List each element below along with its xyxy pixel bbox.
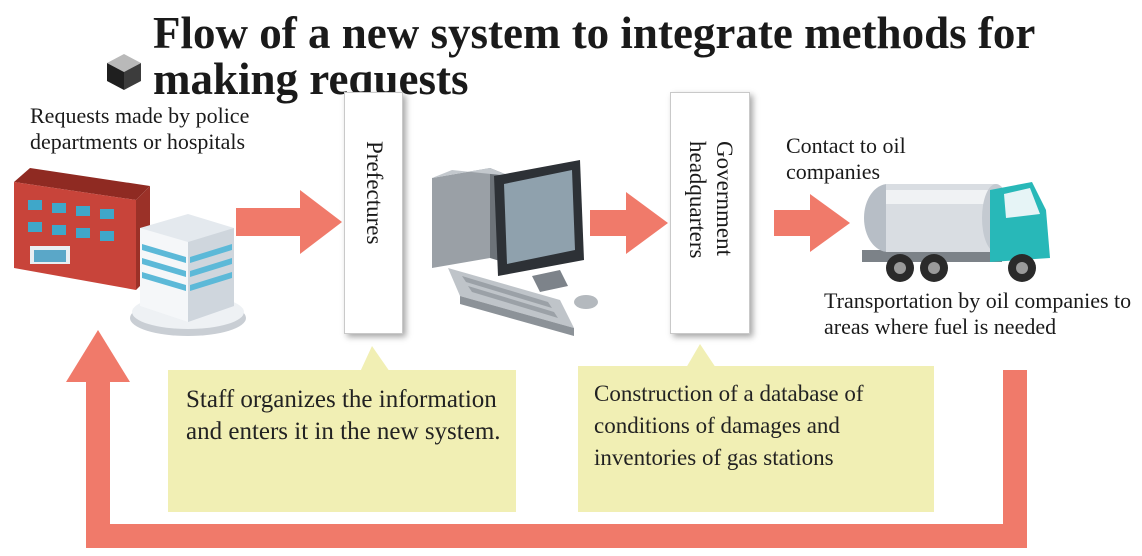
callout-pointer-right (686, 344, 716, 368)
arrow-to-government (590, 192, 668, 254)
callout-pointer-left (360, 346, 390, 372)
feedback-loop-arrow (66, 330, 1027, 548)
tanker-truck-icon (862, 182, 1050, 282)
transport-label: Transportation by oil companies to areas… (824, 288, 1132, 339)
page-title-line-2: making requests (153, 54, 469, 104)
note-staff-organizes: Staff organizes the information and ente… (168, 370, 516, 512)
contact-label: Contact to oil companies (786, 133, 906, 184)
requests-label: Requests made by police departments or h… (30, 103, 250, 154)
police-building-icon (130, 214, 246, 336)
note-right-text: Construction of a database of conditions… (594, 381, 864, 470)
arrow-to-prefectures (236, 190, 342, 254)
government-box: Government headquarters (670, 92, 750, 334)
arrow-to-oil-companies (774, 194, 850, 252)
prefectures-label: Prefectures (362, 141, 387, 245)
note-database: Construction of a database of conditions… (578, 366, 934, 512)
prefectures-box: Prefectures (344, 92, 403, 334)
cube-icon (107, 54, 141, 90)
note-left-text: Staff organizes the information and ente… (186, 386, 501, 445)
computer-icon (432, 160, 598, 336)
government-label: Government headquarters (685, 141, 737, 259)
page-title-line-1: Flow of a new system to integrate method… (153, 8, 1036, 58)
hospital-building-icon (14, 168, 150, 290)
